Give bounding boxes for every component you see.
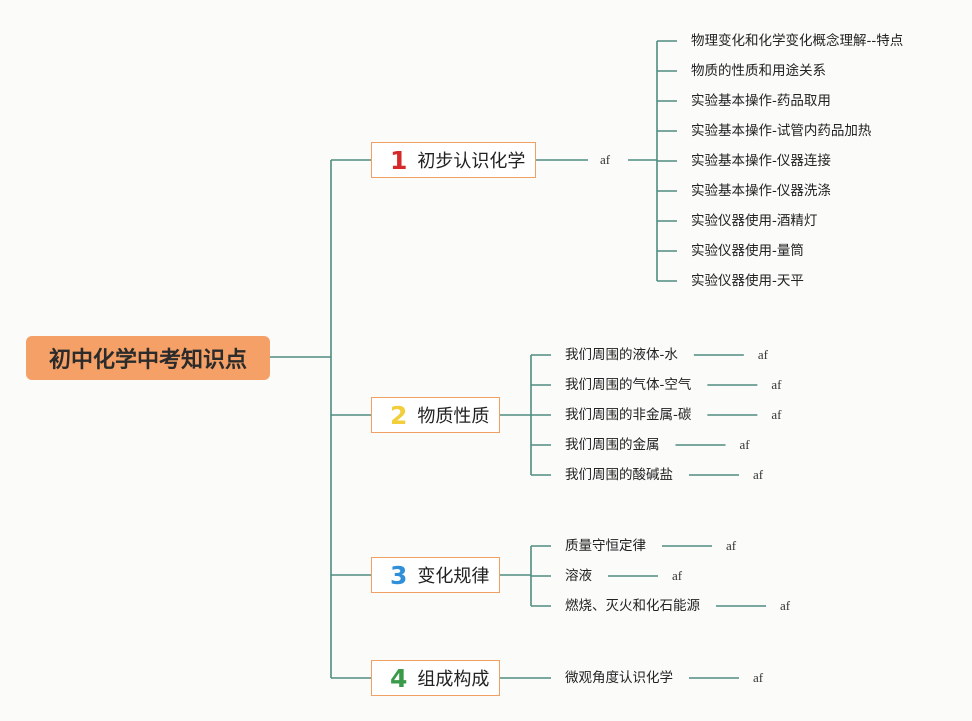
leaf-note: af	[752, 670, 764, 685]
leaf-item: 我们周围的非金属-碳	[565, 407, 692, 423]
leaf-item: 溶液	[565, 568, 592, 584]
leaf-item: 我们周围的金属	[565, 437, 660, 453]
leaf-item: 燃烧、灭火和化石能源	[565, 598, 700, 614]
leaf-note: af	[739, 437, 750, 452]
leaf-note: af	[779, 598, 791, 613]
leaf-item: 实验基本操作-药品取用	[691, 93, 831, 109]
branch-note: af	[600, 152, 611, 167]
leaf-item: 质量守恒定律	[565, 538, 646, 554]
leaf-item: 物质的性质和用途关系	[691, 63, 826, 79]
branch-label: 变化规律	[417, 566, 490, 587]
leaf-item: 实验仪器使用-酒精灯	[691, 213, 818, 229]
branch-label: 物质性质	[417, 406, 490, 427]
branch-node-4[interactable]: 4 组成构成	[371, 660, 500, 696]
branch-number: 3	[390, 560, 408, 590]
leaf-note: af	[752, 467, 764, 482]
leaf-item: 实验基本操作-仪器洗涤	[691, 183, 831, 199]
leaf-item: 我们周围的液体-水	[565, 347, 678, 363]
leaf-note: af	[671, 568, 683, 583]
branch-node-2[interactable]: 2 物质性质	[371, 397, 500, 433]
leaf-item: 实验仪器使用-量筒	[691, 243, 804, 259]
branch-node-1[interactable]: 1 初步认识化学	[371, 142, 536, 178]
root-node[interactable]: 初中化学中考知识点	[26, 336, 270, 380]
branch-number: 2	[390, 400, 408, 430]
branch-label: 初步认识化学	[417, 151, 526, 172]
leaf-note: af	[771, 407, 782, 422]
leaf-item: 实验基本操作-仪器连接	[691, 153, 831, 169]
leaf-item: 物理变化和化学变化概念理解--特点	[691, 33, 904, 49]
branch-label: 组成构成	[417, 669, 490, 690]
branch-number: 1	[390, 145, 408, 175]
branch-number: 4	[390, 663, 408, 693]
leaf-item: 微观角度认识化学	[565, 670, 673, 686]
leaf-item: 实验仪器使用-天平	[691, 273, 804, 289]
leaf-note: af	[757, 347, 768, 362]
leaf-item: 实验基本操作-试管内药品加热	[691, 123, 872, 139]
leaf-item: 我们周围的气体-空气	[565, 377, 692, 393]
leaf-note: af	[771, 377, 782, 392]
root-label: 初中化学中考知识点	[48, 348, 247, 373]
leaf-item: 我们周围的酸碱盐	[565, 467, 673, 483]
leaf-note: af	[725, 538, 737, 553]
branch-node-3[interactable]: 3 变化规律	[371, 557, 500, 593]
